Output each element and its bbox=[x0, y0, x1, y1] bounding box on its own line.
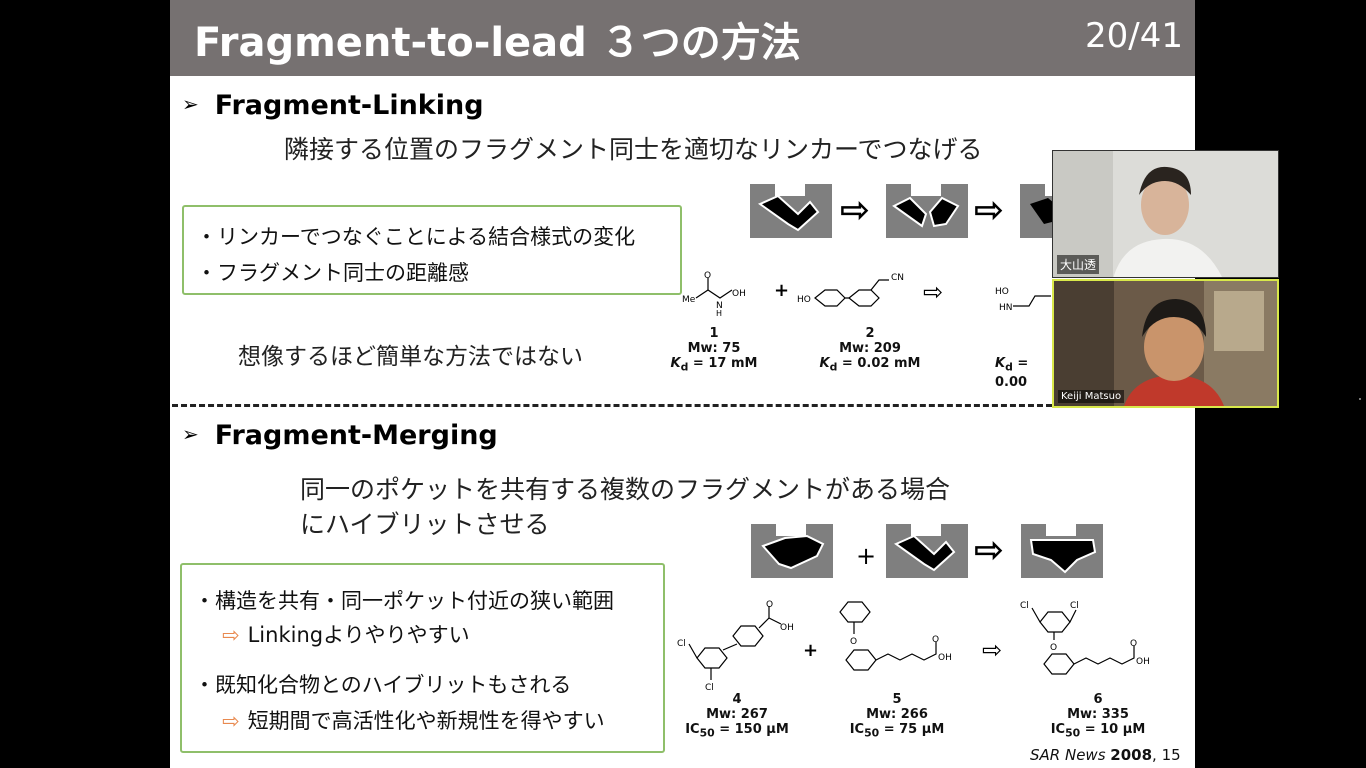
slide-title: Fragment-to-lead ３つの方法 bbox=[194, 20, 801, 66]
svg-text:Me: Me bbox=[682, 295, 696, 305]
svg-text:O: O bbox=[1130, 639, 1137, 649]
svg-text:Cl: Cl bbox=[1070, 601, 1079, 611]
bullet-arrow-icon: ➢ bbox=[182, 92, 199, 116]
linking-pocket-fragment-2 bbox=[886, 184, 968, 238]
slide-page-number: 20/41 bbox=[1085, 16, 1183, 56]
svg-text:OH: OH bbox=[938, 653, 952, 663]
plus-sign: + bbox=[774, 280, 790, 301]
linking-description: 隣接する位置のフラグメント同士を適切なリンカーでつなげる bbox=[284, 135, 983, 164]
merging-pocket-fragment-2 bbox=[886, 524, 968, 578]
plus-sign: + bbox=[803, 640, 819, 661]
screen-artifact-dot bbox=[1359, 398, 1361, 400]
merging-bullet: ・構造を共有・同一ポケット付近の狭い範囲 bbox=[194, 589, 614, 613]
svg-text:O: O bbox=[932, 635, 939, 645]
compound-1-label: 1 Mw: 75 Kd = 17 mM bbox=[670, 326, 758, 374]
svg-text:CN: CN bbox=[891, 273, 904, 283]
svg-text:OH: OH bbox=[1136, 657, 1150, 667]
compound-5-label: 5 Mw: 266 IC50 = 75 μM bbox=[849, 692, 945, 740]
participant-video-tile[interactable]: 大山透 bbox=[1052, 150, 1279, 278]
svg-text:HO: HO bbox=[797, 295, 811, 305]
presentation-slide: Fragment-to-lead ３つの方法 20/41 ➢Fragment-L… bbox=[170, 0, 1195, 768]
svg-text:Cl: Cl bbox=[677, 639, 686, 649]
compound-6-structure: Cl Cl O O OH bbox=[1020, 601, 1150, 675]
svg-text:O: O bbox=[766, 600, 773, 610]
reference-citation: SAR News 2008, 15 bbox=[1030, 746, 1181, 764]
compound-4-label: 4 Mw: 267 IC50 = 150 μM bbox=[685, 692, 789, 740]
hollow-right-arrow-icon: ⇨ bbox=[222, 623, 240, 647]
linking-points-box: ・リンカーでつなぐことによる結合様式の変化 ・フラグメント同士の距離感 bbox=[182, 205, 682, 295]
bullet-arrow-icon: ➢ bbox=[182, 422, 199, 446]
svg-text:OH: OH bbox=[732, 289, 746, 299]
active-speaker-video-tile[interactable]: Keiji Matsuo bbox=[1052, 279, 1279, 408]
merging-sub-point: ⇨短期間で高活性化や新規性を得やすい bbox=[222, 709, 605, 733]
linking-pocket-fragment-1 bbox=[750, 184, 832, 238]
svg-text:OH: OH bbox=[780, 623, 794, 633]
hollow-arrow-icon: ⇨ bbox=[974, 190, 1005, 231]
linking-note: 想像するほど簡単な方法ではない bbox=[238, 344, 583, 370]
linked-compound-structure: HO HN bbox=[995, 287, 1051, 313]
linking-bullet: ・リンカーでつなぐことによる結合様式の変化 bbox=[196, 225, 636, 249]
compound-4-structure: Cl Cl O OH bbox=[677, 600, 794, 692]
section-divider bbox=[172, 404, 1052, 407]
svg-text:HN: HN bbox=[999, 303, 1013, 313]
hollow-arrow-icon: ⇨ bbox=[982, 636, 1003, 664]
participant-name-label: Keiji Matsuo bbox=[1058, 390, 1125, 403]
merging-pocket-fragment-1 bbox=[751, 524, 833, 578]
compound-2-label: 2 Mw: 209 Kd = 0.02 mM bbox=[819, 326, 921, 374]
svg-text:Cl: Cl bbox=[705, 683, 714, 692]
compound-6-label: 6 Mw: 335 IC50 = 10 μM bbox=[1050, 692, 1146, 740]
svg-text:HO: HO bbox=[995, 287, 1009, 297]
participant-name-label: 大山透 bbox=[1057, 255, 1100, 274]
svg-text:O: O bbox=[1050, 643, 1057, 653]
slide-title-bar: Fragment-to-lead ３つの方法 20/41 bbox=[170, 0, 1195, 76]
svg-text:N: N bbox=[716, 301, 723, 311]
hollow-arrow-icon: ⇨ bbox=[840, 190, 871, 231]
hollow-right-arrow-icon: ⇨ bbox=[222, 709, 240, 733]
compound-2-structure: HO CN bbox=[797, 273, 904, 307]
merging-pocket-merged bbox=[1021, 524, 1103, 578]
merging-heading: ➢Fragment-Merging bbox=[182, 420, 498, 451]
compound-5-structure: O O OH bbox=[839, 601, 952, 671]
plus-sign: + bbox=[856, 542, 877, 570]
compound-1-structure: Me O N H OH bbox=[682, 271, 746, 318]
linking-heading: ➢Fragment-Linking bbox=[182, 90, 484, 121]
hollow-arrow-icon: ⇨ bbox=[923, 278, 944, 306]
speaker-video-feed bbox=[1054, 281, 1277, 406]
svg-text:O: O bbox=[850, 637, 857, 647]
hollow-arrow-icon: ⇨ bbox=[974, 530, 1005, 571]
linking-bullet: ・フラグメント同士の距離感 bbox=[196, 261, 469, 285]
svg-text:Cl: Cl bbox=[1020, 601, 1029, 611]
svg-text:O: O bbox=[704, 271, 711, 281]
merging-sub-point: ⇨Linkingよりやりやすい bbox=[222, 623, 470, 647]
merging-bullet: ・既知化合物とのハイブリットもされる bbox=[194, 673, 572, 697]
merging-points-box: ・構造を共有・同一ポケット付近の狭い範囲 ⇨Linkingよりやりやすい ・既知… bbox=[180, 563, 665, 753]
merging-description-line-1: 同一のポケットを共有する複数のフラグメントがある場合 bbox=[300, 475, 951, 504]
compound-3-label-partial: Kd = 0.00 bbox=[995, 356, 1029, 390]
merging-description-line-2: にハイブリットさせる bbox=[300, 510, 550, 539]
svg-text:H: H bbox=[716, 309, 722, 318]
